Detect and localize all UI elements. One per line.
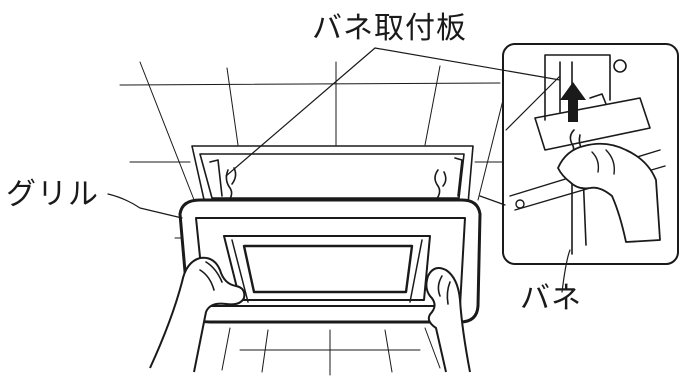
grille-label: グリル [6,177,99,212]
ceiling-grid [119,61,511,376]
spring-plate-label: バネ取付板 [312,11,467,46]
leader-lines [107,47,571,293]
right-hand-fingers [437,275,451,305]
ceiling-opening [191,145,474,205]
right-hand [425,267,471,373]
spring-label: バネ [520,281,582,316]
corner-springs [225,167,447,203]
detail-inset [479,43,679,265]
left-hand [149,256,246,373]
left-hand-fingers [199,261,223,291]
up-arrow-icon [560,82,586,122]
